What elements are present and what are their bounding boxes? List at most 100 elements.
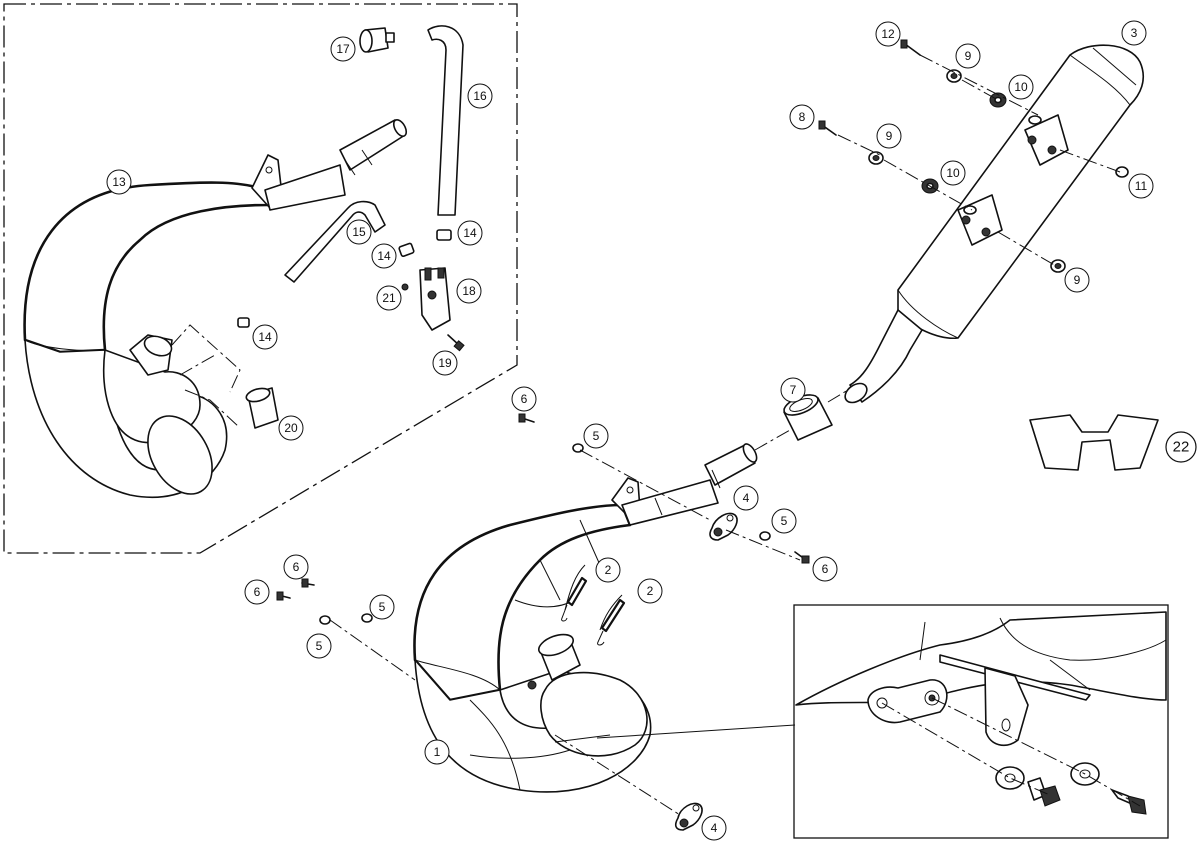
- callout-10-a: 10: [1008, 74, 1034, 100]
- power-valve-18: [419, 267, 451, 331]
- svg-text:2: 2: [605, 563, 612, 577]
- svg-text:14: 14: [377, 249, 391, 263]
- svg-text:10: 10: [946, 166, 960, 180]
- callout-5-c: 5: [306, 633, 332, 659]
- callout-9-c: 9: [1064, 267, 1090, 293]
- svg-text:12: 12: [881, 27, 895, 41]
- svg-text:9: 9: [1074, 273, 1081, 287]
- svg-text:6: 6: [822, 562, 829, 576]
- clamp-14-a: [436, 229, 452, 241]
- bolt-6-d: [276, 591, 291, 601]
- svg-text:3: 3: [1131, 26, 1138, 40]
- coupler-20: [245, 387, 279, 429]
- hose-15: [284, 200, 386, 283]
- callout-22: 22: [1165, 431, 1197, 463]
- svg-text:17: 17: [336, 42, 350, 56]
- clamp-14-b: [398, 242, 415, 257]
- leader-main: [329, 389, 849, 816]
- svg-text:19: 19: [438, 356, 452, 370]
- callout-11: 11: [1128, 173, 1154, 199]
- svg-text:8: 8: [799, 110, 806, 124]
- callout-9-a: 9: [955, 43, 981, 69]
- cap-17: [359, 27, 395, 53]
- svg-text:1: 1: [434, 745, 441, 759]
- svg-text:20: 20: [284, 421, 298, 435]
- svg-text:18: 18: [462, 284, 476, 298]
- svg-text:4: 4: [711, 821, 718, 835]
- svg-text:21: 21: [382, 291, 396, 305]
- bolt-12: [900, 39, 921, 56]
- callout-6-d: 6: [244, 579, 270, 605]
- svg-text:22: 22: [1173, 439, 1190, 456]
- hose-16: [427, 25, 464, 216]
- silencer-3: [844, 44, 1145, 404]
- svg-text:9: 9: [965, 49, 972, 63]
- svg-text:15: 15: [352, 225, 366, 239]
- spring-2-b: [597, 594, 626, 646]
- svg-text:6: 6: [254, 585, 261, 599]
- svg-text:16: 16: [473, 89, 487, 103]
- svg-text:9: 9: [886, 129, 893, 143]
- callout-18: 18: [456, 278, 482, 304]
- callout-2-b: 2: [637, 578, 663, 604]
- svg-text:6: 6: [293, 560, 300, 574]
- washer-9-a: [946, 69, 962, 83]
- bracket-4-b: [674, 802, 703, 831]
- ring-21: [401, 283, 409, 291]
- svg-text:14: 14: [463, 226, 477, 240]
- svg-text:2: 2: [647, 584, 654, 598]
- callout-5-a: 5: [583, 423, 609, 449]
- grommet-10-a: [989, 92, 1007, 108]
- callout-8: 8: [789, 104, 815, 130]
- callout-5-b: 5: [771, 508, 797, 534]
- callout-20: 20: [278, 415, 304, 441]
- callout-1: 1: [424, 739, 450, 765]
- clamp-14-c: [237, 317, 250, 328]
- callout-4-b: 4: [701, 815, 727, 841]
- spring-2-a: [561, 564, 588, 622]
- header-pipe-1: [413, 443, 758, 793]
- washer-9-c: [1050, 259, 1066, 273]
- svg-text:6: 6: [521, 392, 528, 406]
- header-pipe-13: [23, 119, 408, 499]
- callout-14-b: 14: [371, 243, 397, 269]
- callout-9-b: 9: [876, 123, 902, 149]
- svg-text:14: 14: [258, 330, 272, 344]
- callout-14-c: 14: [252, 324, 278, 350]
- guard-22: [1029, 414, 1159, 471]
- callout-15: 15: [346, 219, 372, 245]
- callout-6-b: 6: [812, 556, 838, 582]
- callout-16: 16: [467, 83, 493, 109]
- washer-5-c: [319, 615, 331, 625]
- svg-text:11: 11: [1135, 179, 1148, 193]
- bolt-6-c: [301, 578, 315, 588]
- leader-silencer: [837, 54, 1121, 267]
- svg-text:13: 13: [112, 175, 126, 189]
- callout-2-a: 2: [595, 557, 621, 583]
- washer-5-b: [759, 531, 771, 541]
- inset-frame-13: [3, 3, 518, 554]
- svg-text:5: 5: [316, 639, 323, 653]
- bolt-6-a: [518, 413, 535, 423]
- svg-text:5: 5: [593, 429, 600, 443]
- callout-3: 3: [1121, 20, 1147, 46]
- callout-13: 13: [106, 169, 132, 195]
- callout-4-a: 4: [733, 485, 759, 511]
- callout-17: 17: [330, 36, 356, 62]
- washer-5-d: [361, 613, 373, 623]
- coupler-7: [783, 394, 833, 441]
- svg-text:4: 4: [743, 491, 750, 505]
- svg-text:10: 10: [1014, 80, 1028, 94]
- svg-text:5: 5: [781, 514, 788, 528]
- svg-text:7: 7: [790, 383, 797, 397]
- svg-text:5: 5: [379, 600, 386, 614]
- detail-inset: [795, 611, 1167, 815]
- washer-9-b: [868, 151, 884, 165]
- callout-19: 19: [432, 350, 458, 376]
- callout-5-d: 5: [369, 594, 395, 620]
- leader-inset-1: [171, 324, 241, 429]
- screw-19: [447, 334, 465, 352]
- bolt-8: [818, 120, 837, 136]
- callout-7: 7: [780, 377, 806, 403]
